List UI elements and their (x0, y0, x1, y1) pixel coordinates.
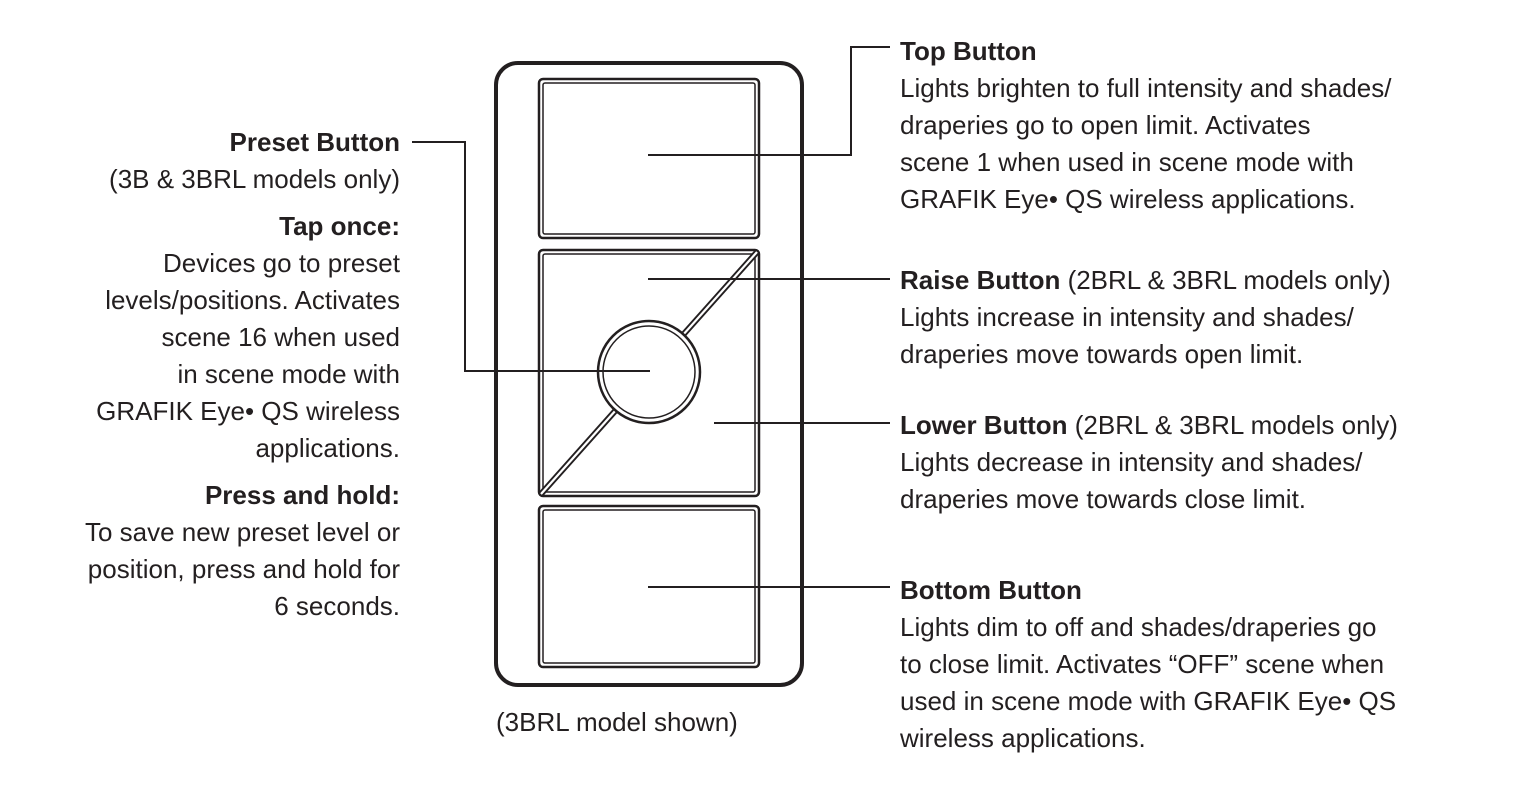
bottom-line: wireless applications. (900, 723, 1146, 753)
lower-line: draperies move towards close limit. (900, 484, 1307, 514)
hold-line: position, press and hold for (87, 554, 400, 584)
raise-line: draperies move towards open limit. (900, 339, 1304, 369)
preset-title: Preset Button (229, 127, 400, 157)
tap-line: scene 16 when used (161, 322, 400, 352)
bottom-button-description: Bottom Button Lights dim to off and shad… (900, 572, 1500, 757)
lower-button-qualifier: (2BRL & 3BRL models only) (1067, 410, 1398, 440)
top-line: draperies go to open limit. Activates (900, 110, 1311, 140)
tap-line: in scene mode with (177, 359, 400, 389)
lower-line: Lights decrease in intensity and shades/ (900, 447, 1363, 477)
model-caption: (3BRL model shown) (496, 707, 738, 737)
bottom-line: to close limit. Activates “OFF” scene wh… (900, 649, 1385, 679)
top-leader-line (648, 46, 890, 156)
tap-line: Devices go to preset (162, 248, 400, 278)
tap-once-text: Devices go to preset levels/positions. A… (30, 245, 400, 467)
bottom-button-title: Bottom Button (900, 575, 1082, 605)
hold-line: 6 seconds. (274, 591, 400, 621)
hold-line: To save new preset level or (84, 517, 400, 547)
raise-button-qualifier: (2BRL & 3BRL models only) (1060, 265, 1391, 295)
top-line: GRAFIK Eye• QS wireless applications. (900, 184, 1356, 214)
preset-subtitle: (3B & 3BRL models only) (109, 164, 400, 194)
top-line: Lights brighten to full intensity and sh… (900, 73, 1392, 103)
top-button-description: Top Button Lights brighten to full inten… (900, 33, 1500, 218)
raise-button-title: Raise Button (900, 265, 1061, 295)
top-line: scene 1 when used in scene mode with (900, 147, 1354, 177)
preset-leader-line (412, 141, 650, 372)
raise-line: Lights increase in intensity and shades/ (900, 302, 1354, 332)
keypad-faceplate (494, 61, 804, 687)
top-button-title: Top Button (900, 36, 1037, 66)
press-hold-title: Press and hold: (204, 480, 400, 510)
lower-button-heading: Lower Button (2BRL & 3BRL models only) (900, 407, 1520, 444)
lower-button-title: Lower Button (900, 410, 1068, 440)
bottom-line: used in scene mode with GRAFIK Eye• QS (900, 686, 1397, 716)
top-button (537, 77, 761, 240)
press-hold-text: To save new preset level or position, pr… (30, 514, 400, 625)
lower-button-description: Lower Button (2BRL & 3BRL models only) L… (900, 407, 1520, 518)
preset-description: Preset Button (3B & 3BRL models only) Ta… (30, 124, 400, 625)
tap-once-title: Tap once: (279, 211, 400, 241)
raise-button-description: Raise Button (2BRL & 3BRL models only) L… (900, 262, 1510, 373)
tap-line: applications. (255, 433, 400, 463)
tap-line: levels/positions. Activates (105, 285, 400, 315)
tap-line: GRAFIK Eye• QS wireless (96, 396, 400, 426)
raise-button-heading: Raise Button (2BRL & 3BRL models only) (900, 262, 1510, 299)
bottom-line: Lights dim to off and shades/draperies g… (900, 612, 1377, 642)
